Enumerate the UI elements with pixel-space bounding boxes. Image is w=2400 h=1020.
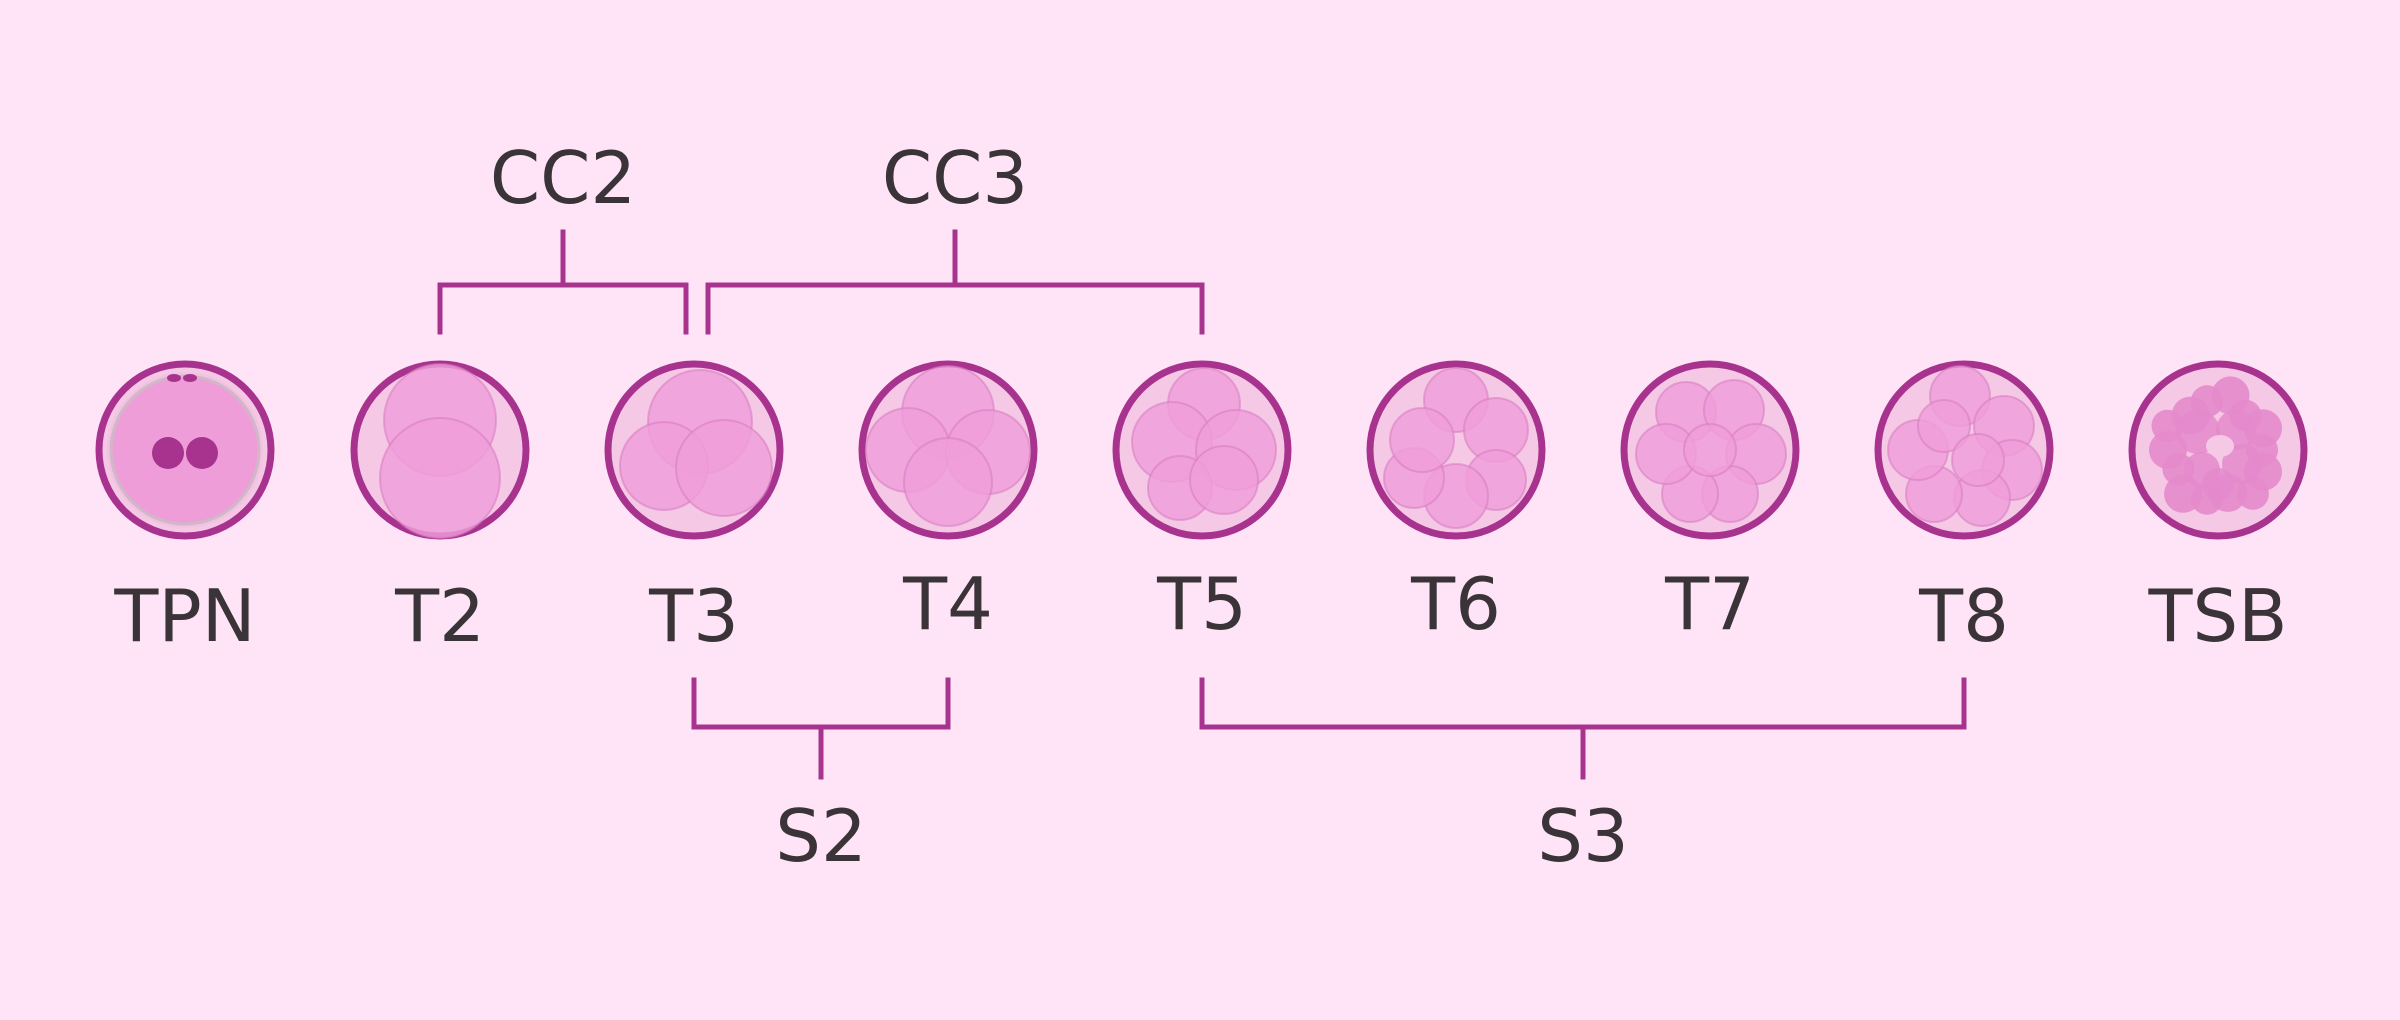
bracket-label-cc2: CC2 xyxy=(489,136,637,220)
bracket-s3 xyxy=(1199,677,1967,780)
stage-label-t2: T2 xyxy=(395,574,485,658)
pronucleus-right xyxy=(186,437,218,469)
morula-cell xyxy=(2202,468,2234,500)
bracket-cc3 xyxy=(705,229,1205,335)
brackets-layer xyxy=(437,229,1967,780)
stage-label-t6: T6 xyxy=(1411,562,1501,646)
blastomere xyxy=(1951,433,2005,487)
bracket-label-s3: S3 xyxy=(1537,794,1629,878)
stage-label-t4: T4 xyxy=(903,562,993,646)
embryo-t2 xyxy=(350,360,530,540)
stage-label-t7: T7 xyxy=(1665,562,1755,646)
blastomere xyxy=(1683,423,1737,477)
embryo-tsb xyxy=(2128,360,2308,540)
polar-body xyxy=(183,374,197,382)
embryo-cytoplasm xyxy=(109,374,261,526)
bracket-line xyxy=(437,229,689,335)
embryo-t8 xyxy=(1874,360,2054,540)
embryos-layer xyxy=(95,360,2308,540)
bracket-s2 xyxy=(691,677,951,780)
bracket-label-s2: S2 xyxy=(775,794,867,878)
blastomere xyxy=(1389,407,1455,473)
embryo-t4 xyxy=(858,360,1038,540)
bracket-cc2 xyxy=(437,229,689,335)
bracket-line xyxy=(705,229,1205,335)
stage-label-tpn: TPN xyxy=(114,574,256,658)
blastomere xyxy=(379,417,501,539)
blastomere xyxy=(903,437,993,527)
blastocoel-cavity xyxy=(2206,435,2234,457)
embryo-tpn xyxy=(95,360,275,540)
stage-label-tsb: TSB xyxy=(2148,574,2288,658)
bracket-label-cc3: CC3 xyxy=(881,136,1029,220)
bracket-line xyxy=(1199,677,1967,780)
blastomere xyxy=(1189,445,1259,515)
blastomere xyxy=(1917,399,1971,453)
blastomere xyxy=(675,419,773,517)
morula-cell xyxy=(2149,431,2187,469)
bracket-line xyxy=(691,677,951,780)
embryo-t5 xyxy=(1112,360,1292,540)
embryo-t6 xyxy=(1366,360,1546,540)
stage-label-t8: T8 xyxy=(1919,574,2009,658)
embryo-t7 xyxy=(1620,360,1800,540)
pronucleus-left xyxy=(152,437,184,469)
stage-label-t5: T5 xyxy=(1157,562,1247,646)
morula-cell xyxy=(2222,444,2262,484)
stage-label-t3: T3 xyxy=(649,574,739,658)
polar-body xyxy=(167,374,181,382)
embryo-t3 xyxy=(604,360,784,540)
